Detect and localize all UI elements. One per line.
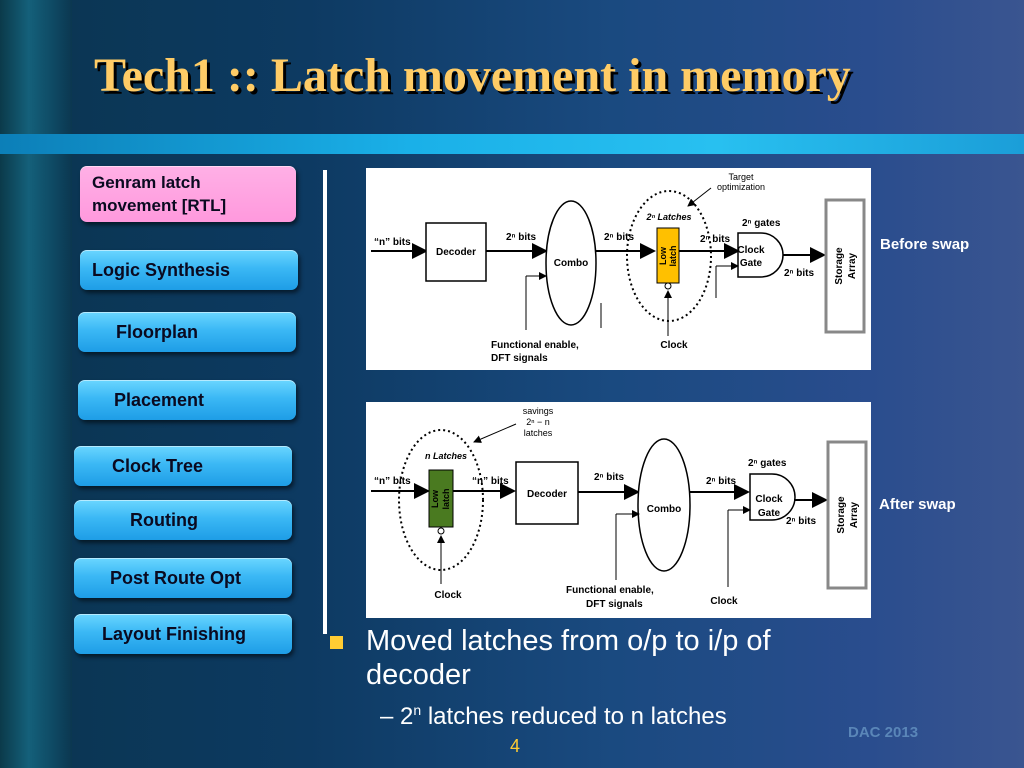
low-latch-box <box>428 469 454 528</box>
flow-step-genram-latch-movement[interactable]: Genram latch movement [RTL] <box>80 166 296 222</box>
clock-label: Clock <box>660 340 688 351</box>
bullet-main-text: Moved latches from o/p to i/p of decoder <box>366 625 771 691</box>
storage-label-1: Storage <box>834 247 845 285</box>
flow-step-label: Layout Finishing <box>102 624 246 644</box>
latch-clock-pin <box>437 527 445 535</box>
functional-label-1: Functional enable, <box>491 340 579 351</box>
diagram-before-swap: Target optimization “n” bits Decoder 2ⁿ … <box>366 168 871 370</box>
flow-step-label: Post Route Opt <box>110 568 241 588</box>
savings-label-1: savings <box>523 406 554 416</box>
decoder-box <box>515 461 579 525</box>
bullet-sub-superscript: n <box>413 702 422 718</box>
flow-step-label: Placement <box>114 390 205 410</box>
bits2-label: 2ⁿ bits <box>706 476 737 487</box>
latch-label-2: latch <box>668 245 678 266</box>
bullet-sub-prefix: – 2 <box>380 703 414 730</box>
input-bits-label: “n” bits <box>374 476 411 487</box>
storage-label-2: Array <box>849 502 860 529</box>
storage-array-box <box>824 198 866 334</box>
clock-left-label: Clock <box>434 590 462 601</box>
latches-label: 2ⁿ Latches <box>645 212 691 222</box>
input-bits-label: “n” bits <box>374 237 411 248</box>
combo-ellipse <box>637 438 691 572</box>
n-latches-label: n Latches <box>425 451 467 461</box>
bits3-label: 2ⁿ bits <box>700 234 731 245</box>
diagram-after-swap: savings 2ⁿ − n latches n Latches “n” bit… <box>366 402 871 618</box>
after-swap-label: After swap <box>879 496 956 513</box>
flow-step-clock-tree[interactable]: Clock Tree <box>74 446 292 486</box>
flow-step-label: Floorplan <box>116 322 198 342</box>
storage-label-1: Storage <box>836 496 847 534</box>
bits4-label: 2ⁿ bits <box>784 268 815 279</box>
bits-after-latch-label: “n” bits <box>472 476 509 487</box>
target-arrow <box>687 187 712 207</box>
latch-label-2: latch <box>441 488 451 509</box>
before-swap-label: Before swap <box>880 236 970 253</box>
combo-ellipse <box>545 200 597 326</box>
bits2-label: 2ⁿ bits <box>604 232 635 243</box>
savings-label-3: latches <box>524 428 553 438</box>
latch-label-1: Low <box>430 489 440 508</box>
flow-step-post-route-opt[interactable]: Post Route Opt <box>74 558 292 598</box>
savings-label-2: 2ⁿ − n <box>526 417 550 427</box>
clock-right-label: Clock <box>710 596 738 607</box>
footer-conference: DAC 2013 <box>848 724 919 741</box>
flow-step-label: Logic Synthesis <box>92 260 231 280</box>
bullet-sub: – 2n latches reduced to n latches <box>380 702 727 731</box>
flow-step-logic-synthesis[interactable]: Logic Synthesis <box>80 250 298 290</box>
section-divider-line <box>323 170 327 634</box>
latches-dotted-group <box>626 190 712 322</box>
decoder-label: Decoder <box>527 489 567 500</box>
bits1-label: 2ⁿ bits <box>506 232 537 243</box>
diagram-after-svg: savings 2ⁿ − n latches n Latches “n” bit… <box>371 406 868 610</box>
target-label-2: optimization <box>717 182 765 192</box>
title-divider-bar <box>0 134 1024 154</box>
flow-step-label: Clock Tree <box>112 456 204 476</box>
bits3-label: 2ⁿ bits <box>786 516 817 527</box>
diagram-before-svg: Target optimization “n” bits Decoder 2ⁿ … <box>371 172 866 364</box>
flow-step-label: Routing <box>130 510 198 530</box>
latch-clock-pin <box>664 282 672 290</box>
decoder-label: Decoder <box>436 247 476 258</box>
flow-step-floorplan[interactable]: Floorplan <box>78 312 296 352</box>
clock-gate-label-1: Clock <box>755 494 783 505</box>
flow-step-layout-finishing[interactable]: Layout Finishing <box>74 614 292 654</box>
latches-dotted-group <box>398 429 484 571</box>
functional-label-1: Functional enable, <box>566 585 654 596</box>
bits1-label: 2ⁿ bits <box>594 472 625 483</box>
bullet-sub-suffix: latches reduced to n latches <box>421 703 727 730</box>
flow-step-label: Genram latch movement [RTL] <box>92 173 227 215</box>
storage-label-2: Array <box>847 253 858 280</box>
clock-gate-shape <box>749 473 796 521</box>
target-label-1: Target <box>728 172 754 182</box>
gates-label: 2ⁿ gates <box>742 218 781 229</box>
gates-label: 2ⁿ gates <box>748 458 787 469</box>
slide-title: Tech1 :: Latch movement in memory <box>94 49 851 102</box>
flow-step-placement[interactable]: Placement <box>78 380 296 420</box>
functional-label-2: DFT signals <box>491 353 548 364</box>
combo-label: Combo <box>647 504 681 515</box>
clock-gate-label-2: Gate <box>758 508 781 519</box>
page-number: 4 <box>510 736 521 756</box>
clock-gate-label-2: Gate <box>740 258 763 269</box>
flow-step-routing[interactable]: Routing <box>74 500 292 540</box>
latch-label-1: Low <box>658 246 668 265</box>
savings-arrow <box>473 423 517 443</box>
functional-label-2: DFT signals <box>586 599 643 610</box>
combo-label: Combo <box>554 258 588 269</box>
storage-array-box <box>826 440 868 590</box>
bullet-main: Moved latches from o/p to i/p of decoder <box>330 624 870 692</box>
bullet-square-icon <box>330 636 343 649</box>
clock-gate-label-1: Clock <box>737 245 765 256</box>
clock-gate-shape <box>737 232 784 278</box>
left-decorative-strip <box>0 0 72 768</box>
